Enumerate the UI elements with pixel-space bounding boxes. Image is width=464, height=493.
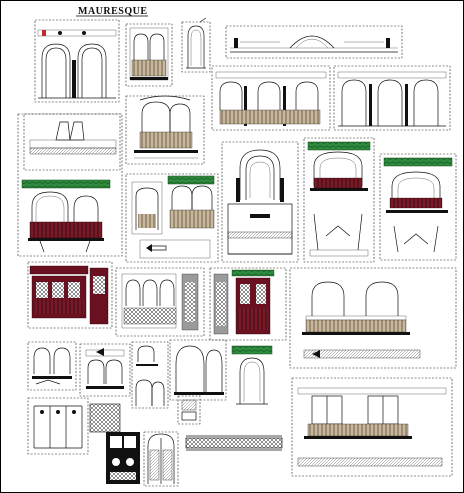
window-arched-small-balustrade [125, 23, 173, 87]
balcony-green-roof-left [21, 179, 111, 253]
balcony-ornate-green-mid [303, 137, 375, 263]
window-canopy-section [17, 113, 123, 257]
facade-dome-elevation [225, 25, 403, 59]
door-small-arched [169, 339, 227, 401]
door-horseshoe-arch-elevation [221, 141, 299, 263]
frieze-ornamental-band [185, 435, 283, 451]
sheet-title: MAURESQUE [78, 6, 148, 17]
door-black-carved [106, 432, 140, 484]
screen-grid-lattice [89, 403, 121, 433]
doors-twin-elevation-right [291, 377, 453, 477]
window-arched-balustrade-mid [125, 95, 205, 165]
door-green-canopy [231, 345, 273, 405]
window-small-twin-arch [27, 341, 77, 391]
niche-tall-arch [181, 17, 211, 73]
screens-tall-pair [209, 267, 287, 341]
door-double-arched-black [143, 431, 179, 487]
window-mini-cluster [131, 341, 169, 409]
section-small-box [177, 395, 201, 425]
doors-quatrefoil-panels [27, 397, 89, 455]
arcade-triple-arch-left [211, 65, 331, 131]
window-double-arch-section-right [289, 267, 457, 369]
arcade-triple-arch-right [333, 65, 451, 131]
balcony-ornate-right [379, 153, 457, 261]
window-grey-triple-arch [115, 267, 205, 337]
window-small-section-detail [79, 343, 131, 397]
mashrabiya-maroon-panel [27, 261, 113, 329]
door-window-pair-section [125, 173, 219, 263]
elevation-twin-arch-door [34, 19, 120, 103]
